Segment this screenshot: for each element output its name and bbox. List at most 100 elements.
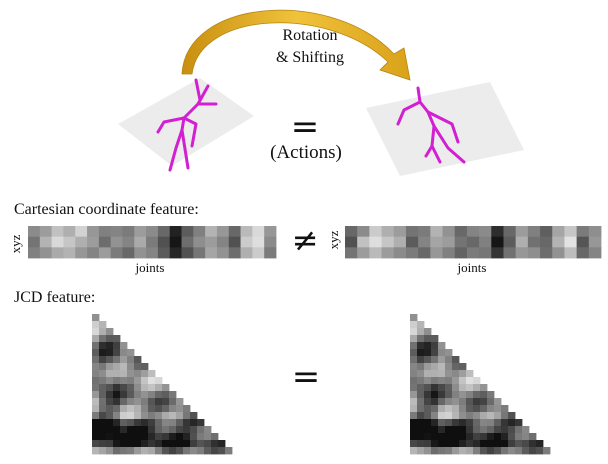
strip-cell [157, 226, 171, 238]
strip-cell [357, 247, 370, 259]
strip-cell [381, 226, 395, 238]
jcd-cell [99, 419, 107, 427]
jcd-cell [127, 349, 135, 357]
strip-cell [588, 247, 602, 259]
jcd-cell [438, 342, 446, 350]
jcd-cell [410, 426, 418, 434]
jcd-cell [452, 433, 460, 441]
jcd-cell [113, 433, 121, 441]
strip-cell [552, 226, 565, 238]
jcd-cell [141, 412, 149, 420]
jcd-cell [501, 433, 509, 441]
jcd-cell [508, 440, 516, 448]
jcd-cell [487, 391, 495, 399]
jcd-cell [522, 426, 530, 434]
left-joints-label: joints [135, 260, 165, 275]
jcd-cell [410, 391, 418, 399]
strip-cell [157, 247, 171, 259]
jcd-cell [424, 377, 432, 385]
jcd-cell [127, 419, 135, 427]
jcd-cell [417, 447, 425, 455]
jcd-cell [445, 384, 453, 392]
right-ground-plane [366, 82, 524, 176]
jcd-cell [452, 440, 460, 448]
jcd-cell [113, 335, 121, 343]
jcd-cell [176, 447, 184, 455]
strip-cell [442, 236, 456, 248]
jcd-cell [113, 342, 121, 350]
jcd-cell [424, 447, 432, 455]
jcd-cell [92, 335, 100, 343]
jcd-cell [459, 426, 467, 434]
jcd-cell [134, 426, 142, 434]
strip-cell [216, 236, 230, 248]
jcd-cell [452, 405, 460, 413]
jcd-cell [99, 426, 107, 434]
jcd-cell [155, 412, 163, 420]
jcd-cell [183, 405, 191, 413]
strip-cell [503, 247, 517, 259]
jcd-cell [424, 433, 432, 441]
jcd-cell [445, 405, 453, 413]
jcd-cell [169, 391, 177, 399]
actions-label: (Actions) [270, 142, 342, 163]
strip-cell [240, 236, 253, 248]
jcd-cell [113, 377, 121, 385]
jcd-cell [431, 433, 439, 441]
jcd-cell [92, 342, 100, 350]
jcd-cell [99, 391, 107, 399]
jcd-cell [183, 433, 191, 441]
strip-cell [515, 226, 529, 238]
jcd-cell [99, 384, 107, 392]
strip-cell [393, 226, 407, 238]
jcd-cell [431, 391, 439, 399]
strip-cell [369, 236, 382, 248]
jcd-cell [487, 405, 495, 413]
jcd-cell [141, 398, 149, 406]
jcd-cell [431, 370, 439, 378]
strip-cell [527, 236, 541, 248]
strip-cell [134, 226, 147, 238]
jcd-cell [438, 349, 446, 357]
left-skeleton [156, 78, 218, 172]
jcd-cell [92, 370, 100, 378]
strip-cell [216, 226, 230, 238]
strip-cell [87, 236, 100, 248]
jcd-cell [92, 391, 100, 399]
jcd-cell [466, 391, 474, 399]
jcd-cell [141, 391, 149, 399]
jcd-cell [445, 349, 453, 357]
strip-cell [503, 236, 517, 248]
jcd-cell [169, 412, 177, 420]
jcd-cell [515, 426, 523, 434]
jcd-cell [431, 349, 439, 357]
jcd-cell [190, 433, 198, 441]
jcd-cell [134, 405, 142, 413]
jcd-cell [211, 433, 219, 441]
jcd-cell [431, 356, 439, 364]
jcd-cell [487, 447, 495, 455]
strip-cell [252, 226, 265, 238]
jcd-cell [204, 426, 212, 434]
strip-cell [357, 236, 370, 248]
strip-cell [393, 247, 407, 259]
jcd-equals-sign: = [292, 357, 321, 397]
jcd-cell [466, 370, 474, 378]
jcd-cell [473, 447, 481, 455]
strip-cell [181, 236, 194, 248]
jcd-cell [424, 426, 432, 434]
jcd-cell [92, 433, 100, 441]
jcd-cell [197, 447, 205, 455]
jcd-cell [106, 433, 114, 441]
jcd-cell [148, 412, 156, 420]
jcd-cell [99, 335, 107, 343]
jcd-cell [438, 405, 446, 413]
jcd-cell [127, 440, 135, 448]
strip-cell [503, 226, 517, 238]
jcd-cell [106, 370, 114, 378]
jcd-cell [466, 384, 474, 392]
strip-cell [466, 236, 480, 248]
jcd-cell [424, 328, 432, 336]
jcd-cell [466, 377, 474, 385]
